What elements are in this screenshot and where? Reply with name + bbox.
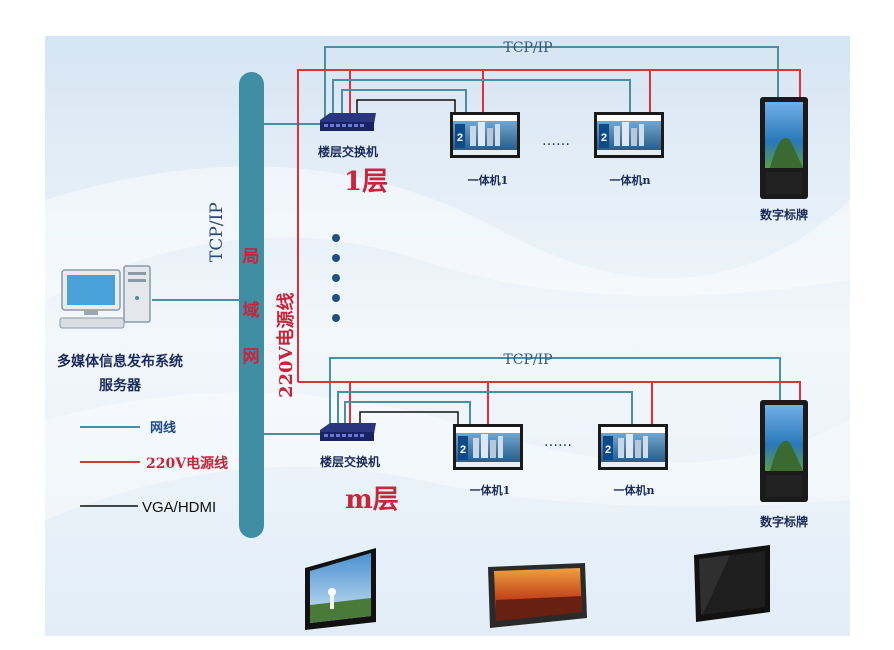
legend-power-label: 220V电源线 (146, 455, 228, 472)
kiosk-label-floor-m-first: 一体机1 (470, 483, 511, 497)
lan-line-top-m (329, 357, 781, 428)
floor-label-1: 1层 (344, 167, 388, 197)
ellipsis-floor-m: …… (544, 434, 572, 450)
lan-bus-char-2: 域 (243, 300, 260, 321)
kiosk-label-floor-1-last: 一体机n (610, 173, 651, 187)
server-computer-icon (59, 265, 151, 329)
ellipsis-floor-1: …… (542, 133, 570, 149)
signage-label-floor-m: 数字标牌 (760, 514, 808, 529)
kiosk-icon-floor-m-first: 2 (453, 424, 523, 470)
vga-line-1 (356, 99, 456, 118)
kiosk-screen-number: 2 (460, 444, 466, 456)
lan-line-kiosk-1n (332, 79, 631, 118)
signage-icon-floor-m (760, 400, 808, 502)
kiosk-label-floor-m-last: 一体机n (614, 483, 655, 497)
floor-continuation-dots (332, 234, 340, 322)
floor-label-m: m层 (345, 485, 399, 515)
lan-line-kiosk-ma (344, 401, 471, 428)
tcp-ip-vertical-label: TCP/IP (207, 202, 227, 262)
kiosk-icon-floor-m-last: 2 (598, 424, 668, 470)
switch-icon-floor-1 (320, 113, 376, 131)
tcp-ip-label-floor-1: TCP/IP (503, 40, 552, 56)
vga-line-m (359, 411, 459, 428)
power-line-main-1 (297, 69, 801, 382)
kiosk-icon-floor-1-first: 2 (450, 112, 520, 158)
kiosk-icon-floor-1-last: 2 (594, 112, 664, 158)
lan-line-top-1 (324, 46, 779, 118)
lan-line-kiosk-mn (337, 391, 633, 428)
kiosk-label-floor-1-first: 一体机1 (468, 173, 509, 187)
switch-label-floor-1: 楼层交换机 (318, 144, 378, 159)
power-line-vertical-label: 220V电源线 (275, 292, 297, 398)
digital-frame-icon (488, 563, 587, 628)
diagram-background (45, 36, 850, 636)
legend: 网线 220V电源线 VGA/HDMI (80, 420, 228, 516)
tcp-ip-label-floor-m: TCP/IP (503, 352, 552, 368)
lan-line-kiosk-1a (341, 89, 467, 118)
signage-icon-floor-1 (760, 97, 808, 199)
monitor-icon (694, 545, 770, 622)
lan-bus (239, 72, 264, 538)
wall-display-icon (305, 548, 376, 630)
switch-label-floor-m: 楼层交换机 (320, 454, 380, 469)
lan-bus-char-3: 网 (243, 347, 260, 367)
signage-label-floor-1: 数字标牌 (760, 207, 808, 222)
kiosk-screen-number: 2 (601, 132, 607, 144)
legend-vga-label: VGA/HDMI (142, 499, 216, 516)
server-label-line-2: 服务器 (99, 377, 142, 394)
switch-icon-floor-m (320, 423, 376, 441)
lan-bus-char-1: 局 (243, 247, 260, 267)
server-label-line-1: 多媒体信息发布系统 (57, 353, 183, 370)
legend-lan-label: 网线 (150, 420, 176, 436)
power-line-main-m (298, 381, 801, 400)
kiosk-screen-number: 2 (457, 132, 463, 144)
kiosk-screen-number: 2 (605, 444, 611, 456)
